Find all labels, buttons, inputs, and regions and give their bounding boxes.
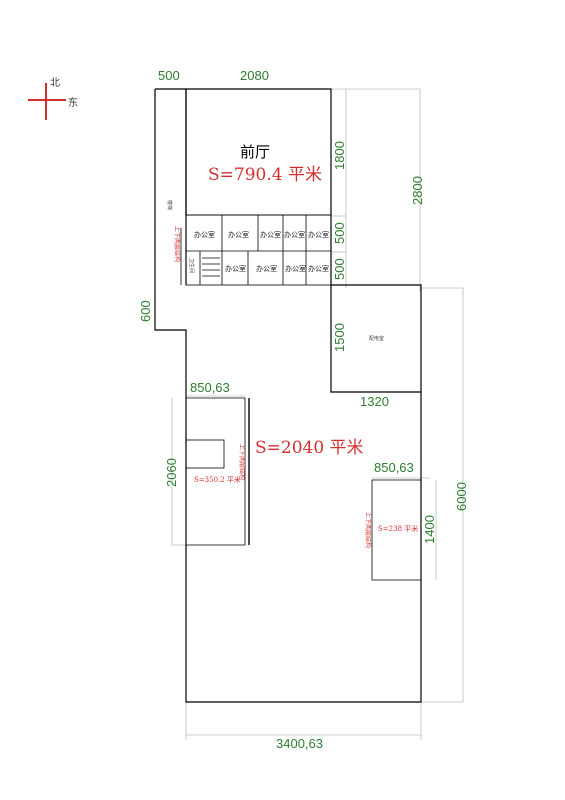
dim-top-width: 2080 [240, 68, 269, 83]
left-mezz-area: S=350.2 平米 [194, 475, 241, 484]
dim-office-row1: 500 [332, 222, 347, 244]
office-label-7: 办公室 [256, 264, 277, 273]
restroom-label: 卫生间 [188, 258, 195, 273]
corridor-strip: 楼梯 上下两层结构 [166, 200, 182, 285]
stairs [202, 257, 220, 277]
dim-front-hall-height: 1800 [332, 141, 347, 170]
office-label-1: 办公室 [194, 230, 215, 239]
left-mezzanine: 上下两层结构 S=350.2 平米 [185, 397, 250, 546]
compass-north-label: 北 [50, 77, 60, 89]
office-label-5: 办公室 [308, 230, 329, 239]
main-area-label: S=2040 平米 [255, 438, 364, 458]
dim-step: 600 [138, 300, 153, 322]
office-label-8: 办公室 [285, 264, 306, 273]
dim-top-left: 500 [158, 68, 180, 83]
dim-right-mezz-width: 850,63 [374, 460, 414, 475]
power-room: 配电室 [369, 335, 384, 342]
front-hall-label: 前厅 [240, 143, 270, 161]
office-label-2: 办公室 [228, 230, 249, 239]
power-room-label: 配电室 [369, 335, 384, 342]
dim-main-height: 6000 [454, 482, 469, 511]
dim-right-total: 2800 [410, 176, 425, 205]
office-label-9: 办公室 [308, 264, 329, 273]
dim-office-row2: 500 [332, 258, 347, 280]
two-floor-label-left-top: 上下两层结构 [173, 226, 181, 262]
dim-power-room-width: 1320 [360, 394, 389, 409]
dimension-labels: 500 2080 1800 2800 500 500 600 1500 1320… [138, 68, 469, 751]
two-floor-label-right: 上下两层结构 [364, 512, 372, 548]
dim-left-mezz-width: 850,63 [190, 380, 230, 395]
outer-walls [154, 88, 422, 703]
dim-bottom-width: 3400,63 [276, 736, 323, 751]
office-block: 办公室 办公室 办公室 办公室 办公室 办公室 办公室 办公室 办公室 卫生间 [185, 214, 332, 286]
front-hall-area: S=790.4 平米 [208, 165, 322, 185]
compass: 北 东 [28, 77, 78, 120]
two-floor-label-left: 上下两层结构 [238, 444, 246, 480]
right-mezzanine: 上下两层结构 S=238 平米 [364, 479, 421, 581]
dim-right-mezz-height: 1400 [422, 515, 437, 544]
dim-power-room-height: 1500 [332, 323, 347, 352]
office-label-6: 办公室 [225, 264, 246, 273]
compass-east-label: 东 [68, 96, 78, 109]
corridor-label: 楼梯 [166, 200, 173, 210]
front-hall: 前厅 S=790.4 平米 [186, 143, 331, 216]
office-label-3: 办公室 [260, 230, 281, 239]
dim-left-mezz-height: 2060 [164, 458, 179, 487]
office-label-4: 办公室 [284, 230, 305, 239]
right-mezz-area: S=238 平米 [378, 524, 418, 533]
